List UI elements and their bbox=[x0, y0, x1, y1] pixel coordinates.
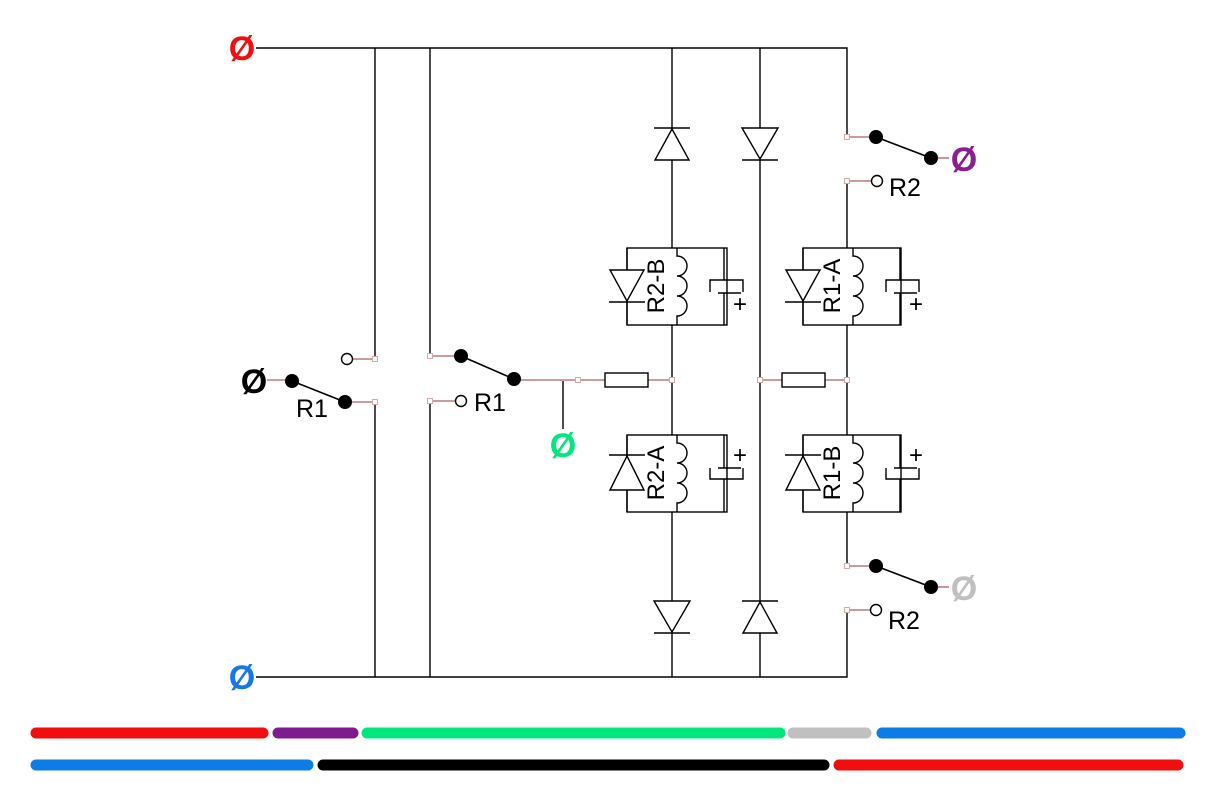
switch-pivot-dot bbox=[285, 374, 299, 388]
resistor-right bbox=[781, 372, 826, 388]
switch-pivot-dot bbox=[924, 580, 938, 594]
switch-closed-contact-dot bbox=[869, 130, 883, 144]
switch-contact-stubs bbox=[430, 355, 455, 402]
relay-coil bbox=[852, 248, 864, 325]
relay-label: R1-B bbox=[819, 446, 846, 501]
switch-r1-left[interactable]: R1 bbox=[267, 352, 375, 424]
switch-closed-contact-dot bbox=[869, 559, 883, 573]
resistor-left bbox=[604, 372, 649, 388]
relay-capacitor bbox=[885, 435, 920, 512]
relay-capacitor bbox=[885, 248, 920, 325]
switch-contact-stubs bbox=[848, 136, 871, 182]
relay-coil bbox=[852, 435, 864, 512]
switch-contact-stubs bbox=[352, 358, 375, 403]
relay-coil bbox=[676, 435, 688, 512]
diode-bottom-right-up bbox=[741, 600, 779, 634]
terminal-phase-purple: Ø bbox=[951, 141, 977, 179]
switch-blade[interactable] bbox=[291, 380, 346, 403]
switch-open-contact bbox=[454, 394, 468, 408]
switch-open-contact bbox=[870, 174, 884, 188]
relay-r1-a: R1-A + bbox=[784, 247, 923, 326]
switch-label: R2 bbox=[889, 174, 921, 202]
wire-bottom-rail bbox=[256, 610, 848, 678]
plus-polarity-marker: + bbox=[733, 442, 747, 469]
diode-bottom-left-down bbox=[652, 600, 692, 634]
relay-capacitor bbox=[709, 435, 744, 512]
relay-box bbox=[626, 434, 728, 513]
wire-top-rail bbox=[256, 47, 848, 137]
terminal-phase-green: Ø bbox=[550, 427, 576, 465]
switch-blade[interactable] bbox=[460, 355, 515, 380]
plus-polarity-marker: + bbox=[733, 291, 747, 318]
relay-diode bbox=[784, 269, 822, 303]
switch-closed-contact-dot bbox=[454, 349, 468, 363]
switch-label: R2 bbox=[888, 607, 920, 635]
relay-box bbox=[802, 247, 902, 326]
relay-diode bbox=[608, 454, 646, 491]
switch-open-contact bbox=[340, 352, 354, 366]
relay-box bbox=[626, 247, 728, 326]
wire-color-legend bbox=[30, 727, 1186, 771]
switch-label: R1 bbox=[296, 395, 328, 423]
switch-open-contact bbox=[869, 603, 883, 617]
diode-top-right-down bbox=[740, 127, 780, 161]
switch-closed-contact-dot bbox=[338, 395, 352, 409]
diode-top-left-up bbox=[653, 127, 691, 161]
switch-blade[interactable] bbox=[875, 136, 932, 159]
terminal-phase-blue: Ø bbox=[229, 659, 255, 697]
relay-r2-b: R2-B + bbox=[608, 247, 747, 326]
plus-polarity-marker: + bbox=[909, 442, 923, 469]
terminal-phase-red: Ø bbox=[229, 30, 255, 68]
switch-pivot-dot bbox=[924, 151, 938, 165]
relay-r2-a: R2-A + bbox=[608, 434, 747, 513]
wiring bbox=[256, 47, 848, 678]
relay-label: R1-A bbox=[819, 259, 846, 314]
switch-label: R1 bbox=[474, 389, 506, 417]
relay-label: R2-A bbox=[643, 446, 670, 501]
plus-polarity-marker: + bbox=[909, 291, 923, 318]
relay-r1-b: R1-B + bbox=[784, 434, 923, 513]
terminal-phase-black: Ø bbox=[241, 363, 267, 401]
relay-capacitor bbox=[709, 248, 744, 325]
phase-terminals: Ø Ø Ø Ø Ø Ø bbox=[229, 30, 977, 697]
relay-label: R2-B bbox=[643, 259, 670, 314]
relay-coil bbox=[676, 248, 688, 325]
relay-diode bbox=[608, 269, 646, 303]
relay-diode bbox=[784, 454, 822, 491]
switch-contact-stubs bbox=[848, 565, 870, 611]
junction-pads bbox=[372, 134, 850, 613]
switch-blade[interactable] bbox=[875, 565, 932, 588]
terminal-phase-gray: Ø bbox=[951, 570, 977, 608]
switch-r2-top[interactable]: R2 bbox=[848, 130, 949, 202]
relay-box bbox=[802, 434, 902, 513]
switch-pivot-dot bbox=[507, 372, 521, 386]
switch-r1-middle[interactable]: R1 bbox=[430, 349, 521, 417]
switch-r2-bottom[interactable]: R2 bbox=[848, 559, 949, 635]
